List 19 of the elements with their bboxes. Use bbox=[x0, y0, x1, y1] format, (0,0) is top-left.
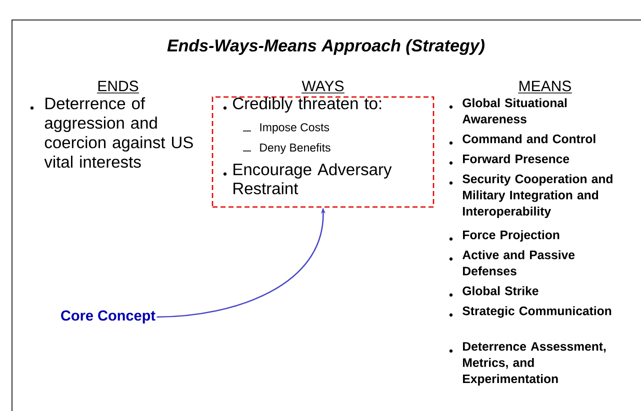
column-heading: MEANS bbox=[518, 80, 572, 94]
bullet-text: Credibly threaten to: bbox=[233, 97, 382, 113]
title: Ends-Ways-Means Approach (Strategy) bbox=[167, 39, 484, 55]
sub-item-text: Deny Benefits bbox=[260, 143, 330, 154]
bullet-text: Global Situational Awareness bbox=[462, 98, 567, 124]
bullet-text: Command and Control bbox=[462, 134, 596, 144]
bullet-text: Active and Passive Defenses bbox=[462, 250, 575, 276]
bullet-text: Encourage Adversary Restraint bbox=[234, 163, 392, 194]
bullet-text: Forward Presence bbox=[463, 154, 570, 164]
concept-label: Core Concept bbox=[61, 310, 156, 324]
column-heading: ENDS bbox=[96, 80, 140, 94]
bullet-text: Deterrence Assessment, Metrics, and Experimentation bbox=[463, 342, 606, 386]
bullet-text: Strategic Communication bbox=[462, 306, 612, 318]
bullet-text: Global Strike bbox=[462, 286, 538, 296]
bullet-text: Force Projection bbox=[463, 230, 560, 242]
bullet-text: Security Cooperation and Military Integration and Interoperability bbox=[462, 174, 612, 218]
column-heading: WAYS bbox=[301, 80, 345, 94]
sub-item-text: Impose Costs bbox=[260, 123, 330, 134]
bullet-text: Deterrence of aggression and coercion against US vital interests bbox=[44, 97, 193, 168]
